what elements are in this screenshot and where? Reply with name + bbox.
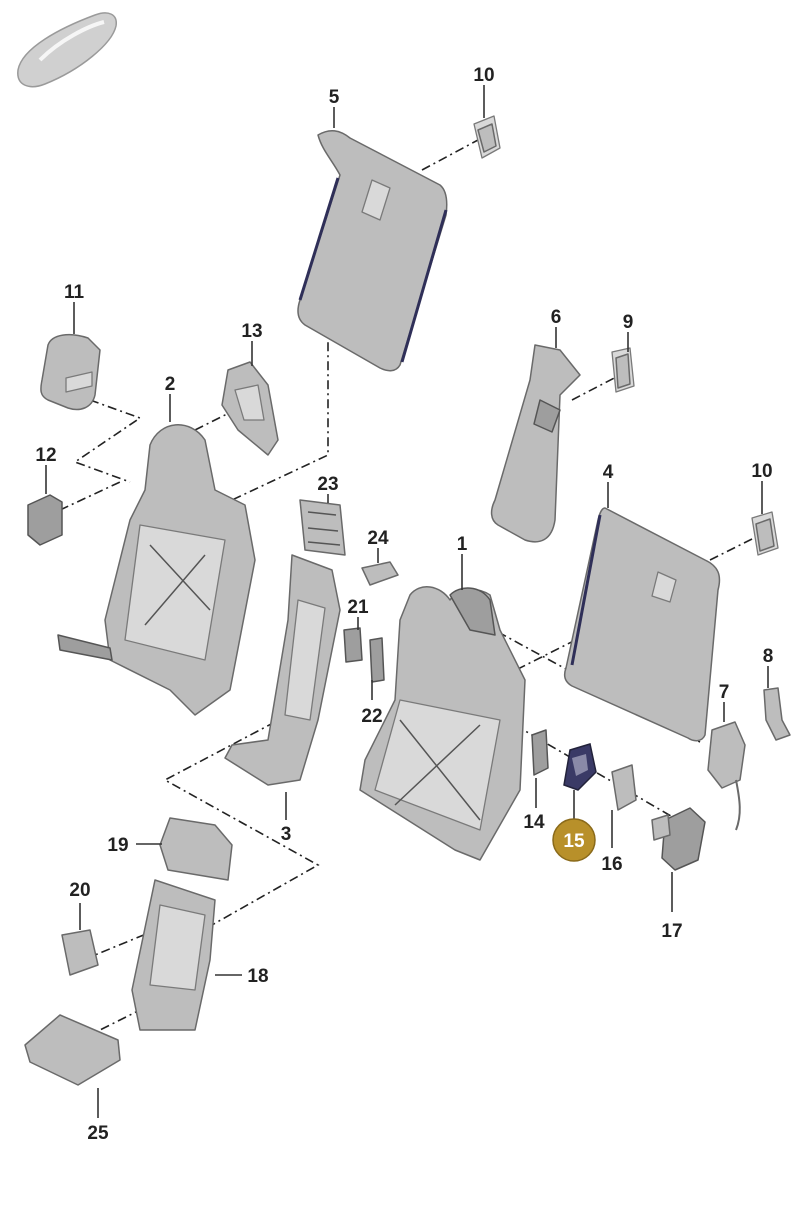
part-19-cushion-module [159,817,233,881]
callout-12: 12 [35,445,56,466]
part-12-cap [27,494,63,546]
part-1-seat-frame-right [359,586,526,861]
part-9-clip [611,347,635,393]
callout-8: 8 [763,646,774,667]
part-17-actuator [651,807,706,871]
callout-1: 1 [457,534,468,555]
part-7-latch [707,721,746,831]
callout-19: 19 [107,835,128,856]
part-20-cover [61,929,99,976]
part-22-clip [369,637,385,683]
callout-15: 15 [563,831,585,852]
car-thumbnail-icon [17,12,117,88]
callout-25: 25 [87,1123,109,1144]
part-6-side-trim [490,344,581,543]
callout-4: 4 [603,462,614,483]
callout-17: 17 [661,921,682,942]
part-10-clip-top [473,115,501,159]
callout-11: 11 [64,282,85,303]
part-25-trim [24,1014,121,1086]
callout-2: 2 [165,374,176,395]
callout-24: 24 [367,528,389,549]
part-23-plate [299,499,346,556]
leader-lines [45,85,769,1118]
part-18-seat-pan [131,879,216,1031]
callout-3: 3 [281,824,292,845]
callout-10-right: 10 [751,461,772,482]
part-16-bracket [611,764,637,811]
callout-13: 13 [241,321,262,342]
callout-6: 6 [551,307,562,328]
callout-15-highlight: 15 [552,818,596,862]
part-3-center-rail [224,554,341,786]
callout-labels: 1 2 3 4 5 6 7 8 9 10 10 11 12 13 14 15 1… [35,65,773,1144]
part-15-module [563,743,597,791]
callout-16: 16 [601,854,622,875]
part-4-backrest-panel [563,507,721,742]
highlight-badge [552,818,596,862]
callout-22: 22 [361,706,382,727]
part-13-bracket [221,361,279,456]
callout-20: 20 [69,880,90,901]
part-10-clip-right [751,511,779,556]
callout-14: 14 [523,812,545,833]
callout-21: 21 [347,597,369,618]
callout-18: 18 [247,966,268,987]
part-14-bracket [531,729,549,776]
callout-9: 9 [623,312,634,333]
part-24-bracket [361,561,399,586]
part-21-clip [343,627,363,663]
callout-5: 5 [329,87,340,108]
callout-23: 23 [317,474,338,495]
part-8-handle [763,687,791,741]
part-2-seat-frame-left [57,424,256,716]
part-5-backrest-panel [297,130,448,372]
callout-7: 7 [719,682,730,703]
callout-10-top: 10 [473,65,494,86]
part-11-cover [40,333,101,411]
